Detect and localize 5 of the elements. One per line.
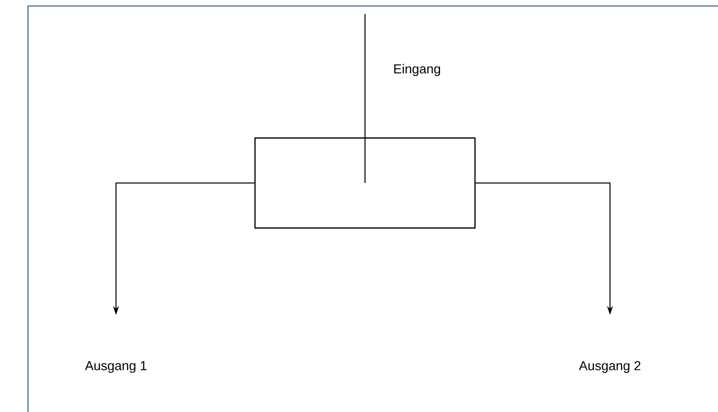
edge-label: Eingang xyxy=(394,64,440,76)
block-box xyxy=(254,137,476,229)
output-label: Ausgang 1 xyxy=(84,361,146,373)
input-line xyxy=(364,14,366,184)
output-label: Ausgang 2 xyxy=(578,361,640,373)
